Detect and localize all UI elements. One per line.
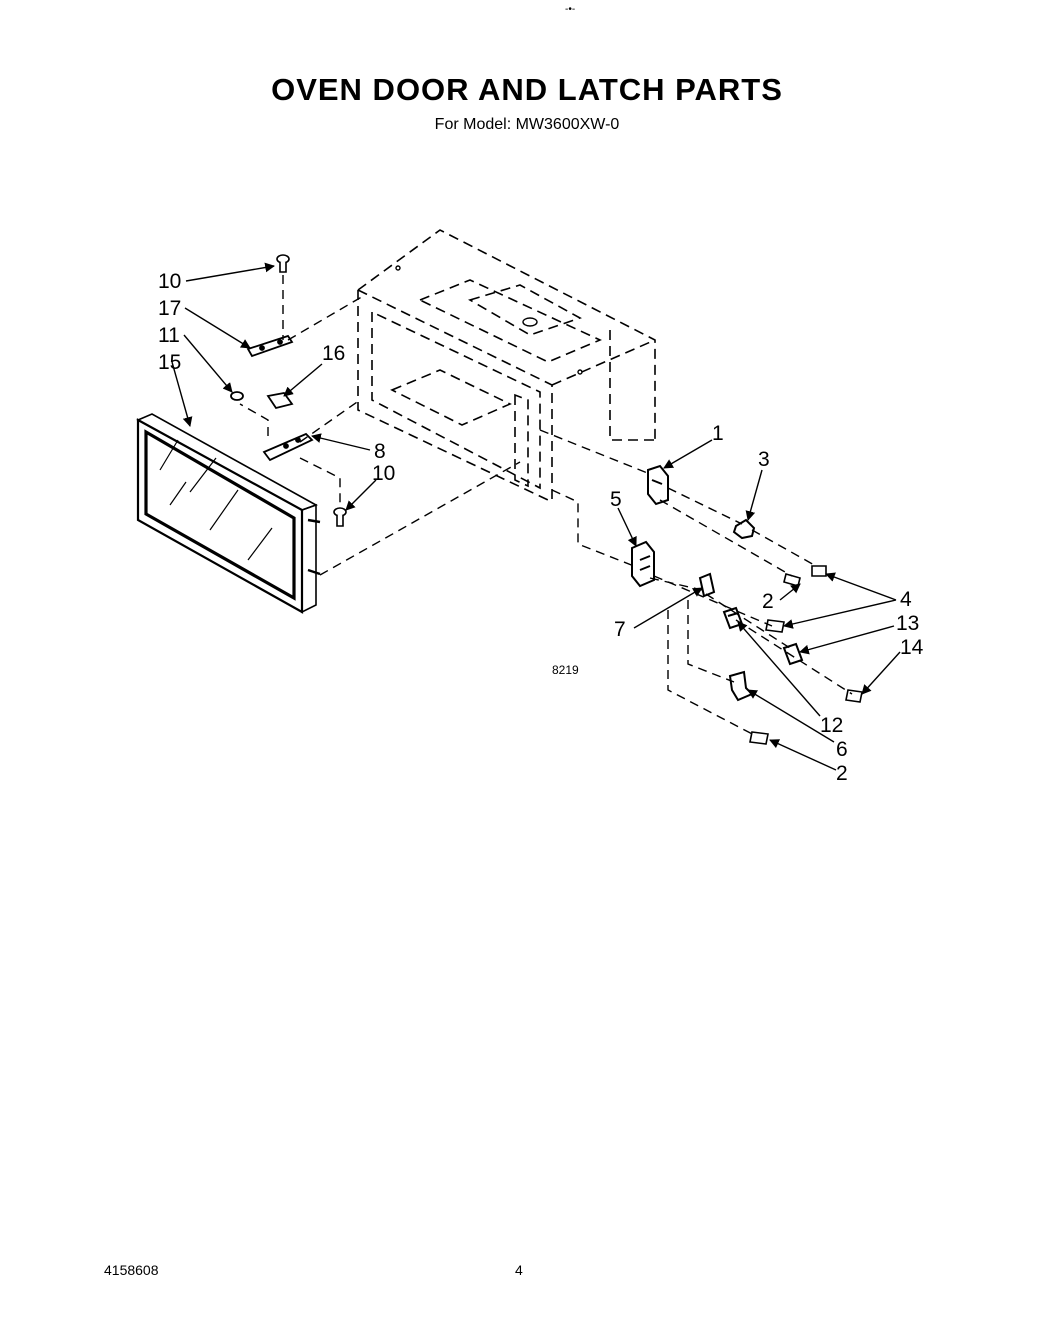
callout-13: 13: [896, 612, 919, 635]
callout-3: 3: [758, 448, 770, 471]
callout-16: 16: [322, 342, 345, 365]
oven-cabinet: [357, 229, 656, 501]
callout-12: 12: [820, 714, 843, 737]
diagram-code: 8219: [552, 663, 579, 677]
interlock-switch-5: [631, 540, 655, 588]
top-mark: -•-: [565, 4, 576, 15]
screw-lower-10: [333, 507, 347, 527]
page-title: OVEN DOOR AND LATCH PARTS: [271, 72, 783, 107]
callout-5: 5: [610, 488, 622, 511]
callout-17: 17: [158, 297, 181, 320]
leader-lines: [171, 262, 901, 771]
callout-10-top: 10: [158, 270, 181, 293]
latch-hook-1: [647, 464, 669, 506]
callout-6: 6: [836, 738, 848, 761]
actuator-7: [698, 572, 716, 598]
door-panel: [136, 413, 321, 614]
document-number: 4158608: [104, 1262, 159, 1278]
spring-3: [732, 518, 756, 540]
callout-4: 4: [900, 588, 912, 611]
cabinet-details: [395, 265, 583, 375]
callout-10-lower: 10: [372, 462, 395, 485]
callout-2-lower: 2: [836, 762, 848, 785]
washer-11: [230, 391, 244, 401]
page-number: 4: [515, 1262, 523, 1278]
callout-2-upper: 2: [762, 590, 774, 613]
screw-top-10: [276, 254, 290, 273]
pad-16: [266, 392, 294, 410]
bracket-17: [246, 334, 294, 358]
callout-8: 8: [374, 440, 386, 463]
callout-11: 11: [158, 324, 180, 347]
assembly-lines: [239, 275, 853, 737]
callout-labels: 10 17 11 15 16 8 10 1 3 5 2 4 7 13 14 12…: [158, 270, 924, 785]
lever-6: [728, 670, 754, 702]
clip-13: [782, 642, 804, 666]
callout-1: 1: [712, 422, 724, 445]
callout-14: 14: [900, 636, 924, 659]
callout-15: 15: [158, 351, 181, 374]
model-subtitle: For Model: MW3600XW-0: [434, 116, 620, 133]
callout-7: 7: [614, 618, 626, 641]
